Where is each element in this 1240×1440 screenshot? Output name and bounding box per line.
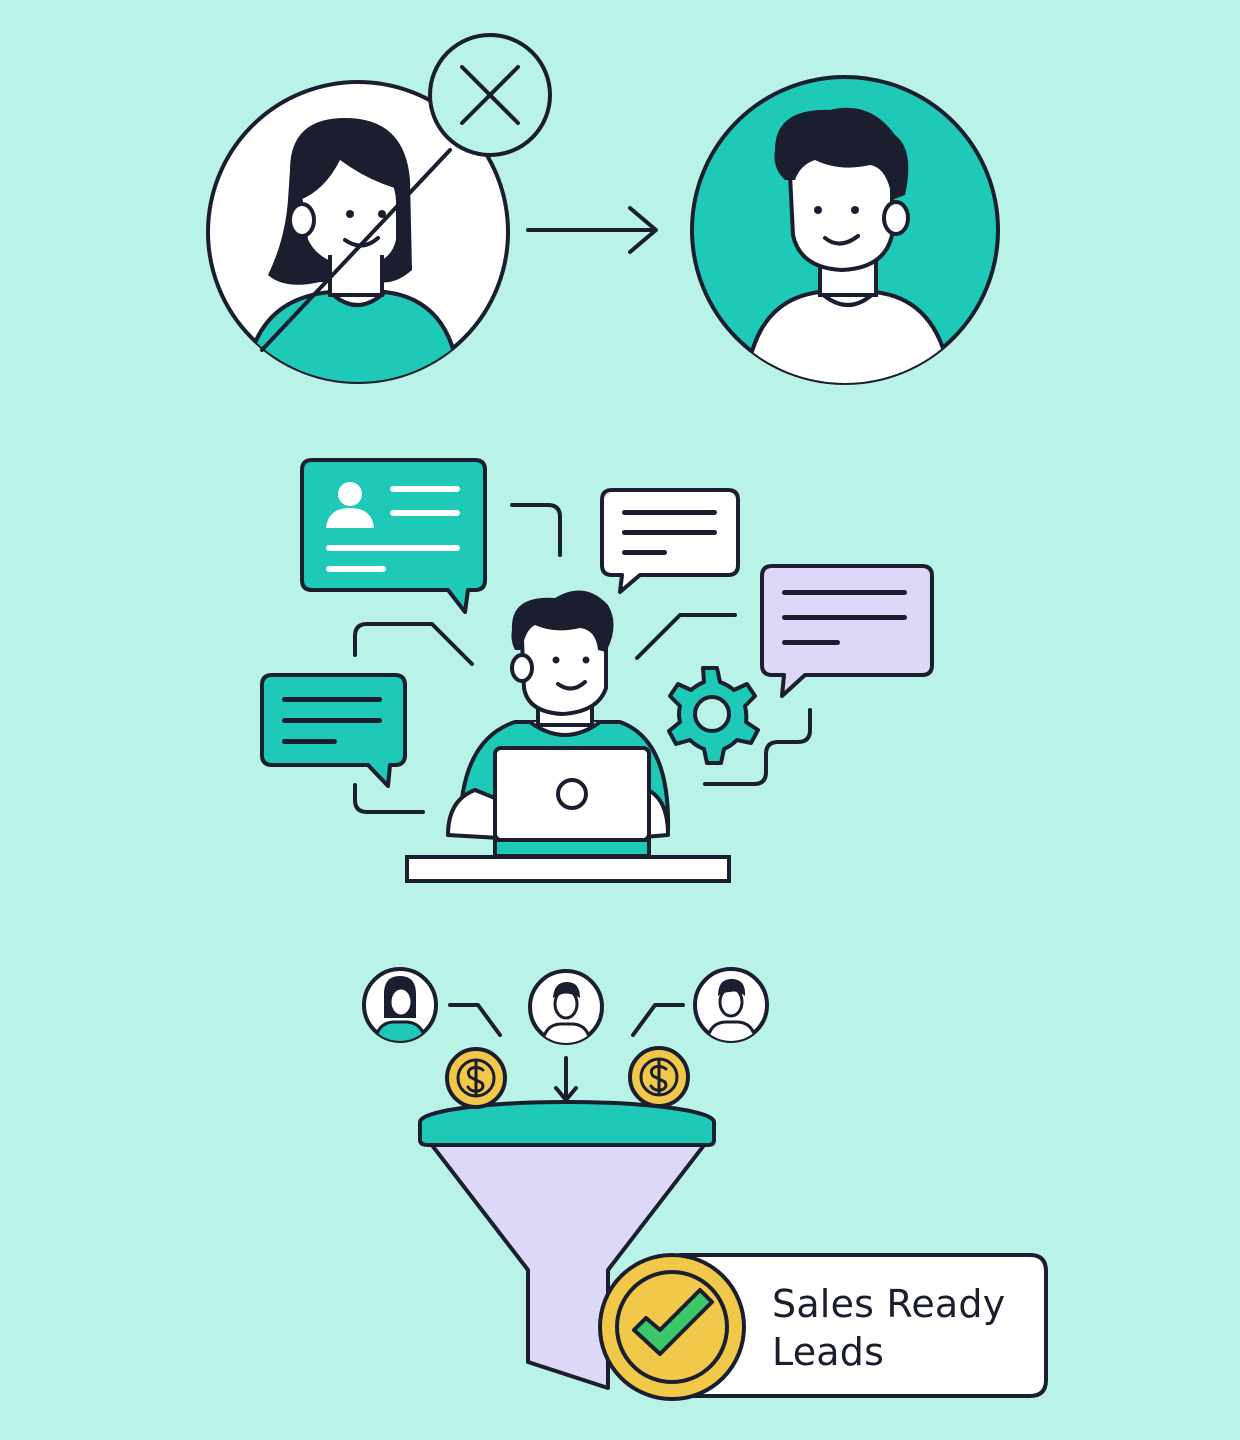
laptop-icon <box>495 748 649 856</box>
sales-ready-leads-label: Sales Ready Leads <box>772 1280 1005 1376</box>
chat-bubble-icon <box>762 566 932 696</box>
dollar-coin-icon <box>630 1048 688 1106</box>
chat-bubble-icon <box>262 675 405 786</box>
lead-avatar-icon <box>695 969 767 1045</box>
lead-avatar-icon <box>530 971 602 1048</box>
lead-avatar-icon <box>364 969 436 1045</box>
profile-card-bubble-icon <box>302 460 485 612</box>
dollar-coin-icon <box>447 1049 505 1107</box>
arrow-right-icon <box>528 208 656 252</box>
label-line-1: Sales Ready <box>772 1280 1005 1328</box>
check-badge-icon <box>600 1255 744 1399</box>
chat-bubble-icon <box>602 490 738 592</box>
man-avatar-icon <box>692 77 998 395</box>
gear-icon <box>669 668 758 763</box>
label-line-2: Leads <box>772 1328 1005 1376</box>
desk <box>407 857 729 881</box>
close-icon <box>430 35 550 155</box>
